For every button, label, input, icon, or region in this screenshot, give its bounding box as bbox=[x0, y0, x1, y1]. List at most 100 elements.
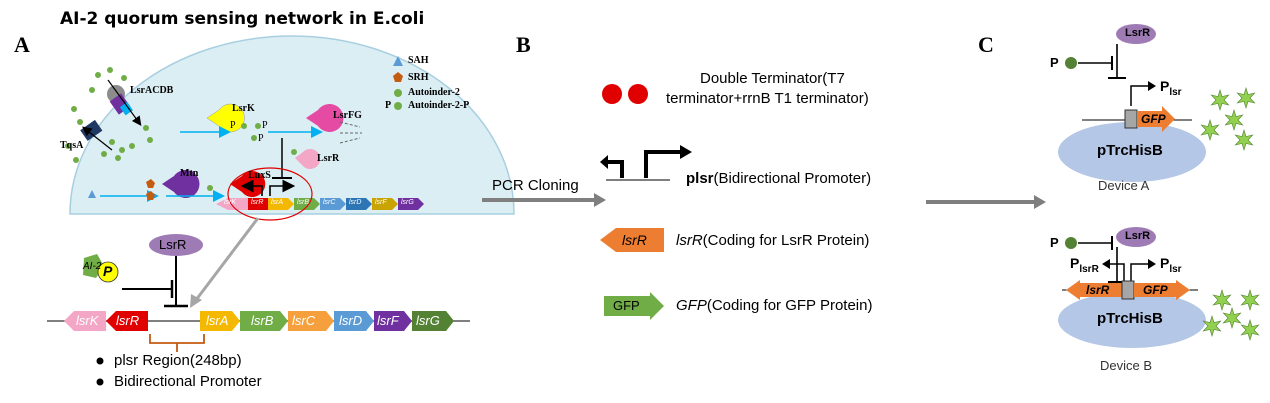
phospho-ai2-dots bbox=[241, 123, 261, 141]
device-b-p: P bbox=[1050, 235, 1059, 250]
zoom-arrow bbox=[194, 217, 260, 301]
lsrr-gene-arrow bbox=[600, 228, 664, 252]
promoter-label: plsr(Bidirectional Promoter) bbox=[686, 170, 871, 187]
promoter-name: plsr bbox=[686, 170, 714, 187]
lsracdb-transporter-icon bbox=[107, 79, 142, 126]
fluorescence-star-icon bbox=[1240, 318, 1260, 342]
device-a-plasmid: pTrcHisB bbox=[1097, 142, 1163, 159]
fluorescence-star-icon bbox=[1236, 86, 1256, 110]
operon-gene-label: lsrK bbox=[76, 313, 99, 328]
terminator-name: Double Terminator bbox=[700, 70, 823, 87]
operon-gene-label: lsrG bbox=[416, 313, 440, 328]
device-b-lsrr-gene: lsrR bbox=[1086, 283, 1110, 297]
device-b-plsrr: PlsrR bbox=[1070, 255, 1099, 275]
operon-gene-label: lsrF bbox=[377, 313, 399, 328]
device-b-plsr: Plsr bbox=[1160, 255, 1182, 275]
bullet-2 bbox=[96, 378, 104, 386]
ai2-label: AI-2 bbox=[83, 261, 102, 272]
cell-operon-gene-label: lsrF bbox=[375, 199, 387, 206]
label-p-1: P bbox=[230, 120, 236, 131]
zoom-arrow-head bbox=[190, 294, 202, 308]
device-b-lsrr: LsrR bbox=[1125, 230, 1151, 242]
bidirectional-promoter-icon bbox=[600, 145, 692, 181]
label-lsracdb: LsrACDB bbox=[130, 85, 174, 96]
gfp-name: GFP bbox=[676, 297, 707, 314]
bullet-text-1: plsr Region(248bp) bbox=[114, 352, 242, 369]
legend-ai2: Autoinder-2 bbox=[408, 87, 460, 98]
cell-operon bbox=[216, 167, 424, 221]
device-arrow-head bbox=[1034, 195, 1046, 209]
legend-symbols bbox=[393, 56, 403, 110]
device-a-gfp: GFP bbox=[1141, 112, 1166, 126]
legend-srh: SRH bbox=[408, 72, 429, 83]
lsrr-arrow-label: lsrR bbox=[622, 232, 647, 248]
label-p-3: P bbox=[258, 133, 264, 144]
panel-label-b: B bbox=[516, 32, 531, 57]
gfp-gene-arrow bbox=[604, 292, 664, 320]
figure-title: AI-2 quorum sensing network in E.coli bbox=[60, 9, 425, 29]
fluorescence-star-icon bbox=[1224, 108, 1244, 132]
cell-operon-gene-label: lsrK bbox=[224, 199, 237, 206]
gfp-desc: (Coding for GFP Protein) bbox=[706, 297, 873, 314]
operon-gene-label: lsrR bbox=[116, 313, 140, 328]
operon-gene-label: lsrB bbox=[251, 313, 274, 328]
cell-operon-gene-label: lsrB bbox=[297, 199, 310, 206]
mtn-icon bbox=[162, 170, 200, 198]
ai2-molecules bbox=[65, 67, 153, 163]
promoter-desc: (Bidirectional Promoter) bbox=[713, 170, 872, 187]
label-lsrk: LsrK bbox=[232, 103, 255, 114]
p-label: P bbox=[103, 263, 113, 279]
operon-gene-label: lsrD bbox=[339, 313, 363, 328]
label-lsrr-cell: LsrR bbox=[317, 153, 340, 164]
device-a-plsr: Plsr bbox=[1160, 78, 1182, 98]
lsrr-repressor-label: LsrR bbox=[159, 237, 187, 252]
cell-operon-gene-label: lsrR bbox=[251, 199, 264, 206]
metabolic-pathway-arrows bbox=[88, 179, 225, 202]
operon-gene-label: lsrA bbox=[206, 313, 229, 328]
fluorescence-stars bbox=[1200, 86, 1260, 342]
lsrr-label: lsrR(Coding for LsrR Protein) bbox=[676, 232, 869, 249]
pcr-arrow-head bbox=[594, 193, 606, 207]
pcr-cloning-label: PCR Cloning bbox=[492, 177, 579, 194]
label-mtn: Mtn bbox=[180, 168, 199, 179]
cell-operon-gene-label: lsrA bbox=[271, 199, 284, 206]
gfp-arrow-label: GFP bbox=[613, 298, 640, 313]
legend-ai2p-prefix: P bbox=[385, 100, 392, 111]
panel-label-c: C bbox=[978, 32, 994, 57]
device-a-lsrr: LsrR bbox=[1125, 27, 1151, 39]
lsrr-cell-icon bbox=[272, 138, 321, 179]
lsrfg-pacman-icon bbox=[268, 103, 362, 144]
cell-membrane bbox=[69, 35, 515, 215]
terminator-line-1: Double Terminator(T7 bbox=[700, 70, 845, 87]
gfp-label: GFP(Coding for GFP Protein) bbox=[676, 297, 872, 314]
device-a-graphic bbox=[1058, 24, 1206, 182]
lsrr-desc: (Coding for LsrR Protein) bbox=[702, 232, 870, 249]
bullet-1 bbox=[96, 357, 104, 365]
device-b-graphic bbox=[1058, 227, 1206, 348]
operon-gene-label: lsrC bbox=[292, 313, 316, 328]
legend-ai2p: Autoinder-2-P bbox=[408, 100, 470, 111]
legend-sah: SAH bbox=[408, 55, 429, 66]
fluorescence-star-icon bbox=[1222, 306, 1242, 330]
fluorescence-star-icon bbox=[1234, 128, 1254, 152]
big-operon bbox=[64, 311, 454, 331]
terminator-dot-1 bbox=[602, 84, 622, 104]
plsr-bracket bbox=[149, 334, 205, 352]
terminator-rest: (T7 bbox=[822, 70, 845, 87]
device-b-caption: Device B bbox=[1100, 358, 1153, 373]
cell-operon-gene-label: lsrD bbox=[349, 199, 362, 206]
fluorescence-star-icon bbox=[1202, 314, 1222, 338]
cell-operon-gene-label: lsrC bbox=[323, 199, 336, 206]
lsrr-repression bbox=[83, 234, 203, 308]
panel-label-a: A bbox=[14, 32, 30, 57]
lsrk-pacman-icon bbox=[180, 103, 245, 138]
device-b-plasmid: pTrcHisB bbox=[1097, 310, 1163, 327]
terminator-dot-2 bbox=[628, 84, 648, 104]
fluorescence-star-icon bbox=[1212, 288, 1232, 312]
tqsa-exporter-icon bbox=[80, 119, 113, 151]
device-a-p: P bbox=[1050, 55, 1059, 70]
label-tqsa: TqsA bbox=[60, 140, 84, 151]
terminator-line-2: terminator+rrnB T1 terminator) bbox=[666, 90, 869, 107]
label-luxs: LuxS bbox=[248, 170, 271, 181]
